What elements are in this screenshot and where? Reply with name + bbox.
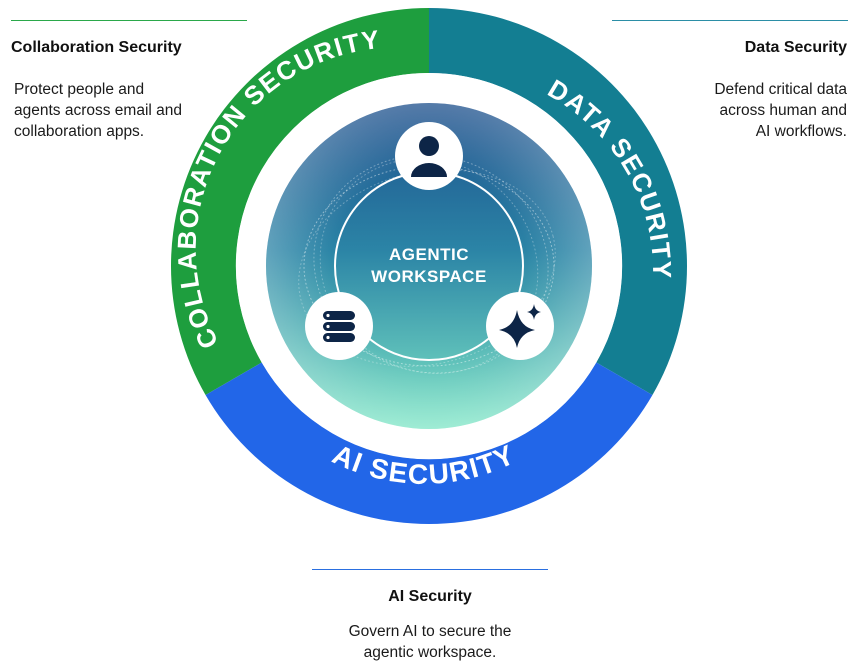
database-icon: [305, 292, 373, 360]
data-segment: [429, 8, 688, 395]
data-description: Defend critical data across human and AI…: [714, 79, 847, 142]
data-heading: Data Security: [744, 39, 847, 56]
collaboration-desc-line: Protect people and: [14, 81, 145, 98]
center-label-line1: AGENTIC: [389, 245, 469, 264]
collaboration-desc-line: agents across email and: [14, 102, 183, 119]
ai-desc-line: Govern AI to secure the: [348, 623, 512, 640]
center-label-line2: WORKSPACE: [371, 267, 487, 286]
data-desc-line: across human and: [719, 102, 847, 119]
user-icon: [395, 122, 463, 190]
collaboration-desc-line: collaboration apps.: [14, 123, 145, 140]
ai-description: Govern AI to secure the agentic workspac…: [302, 621, 558, 663]
ai-heading: AI Security: [388, 588, 472, 605]
collaboration-description: Protect people and agents across email a…: [14, 79, 182, 142]
collaboration-heading: Collaboration Security: [11, 39, 182, 56]
ai-desc-line: agentic workspace.: [363, 644, 497, 661]
data-desc-line: AI workflows.: [755, 123, 847, 140]
data-desc-line: Defend critical data: [714, 81, 847, 98]
sparkle-icon: [486, 292, 554, 360]
ai-segment: [205, 362, 653, 525]
data-divider: [612, 20, 848, 21]
collaboration-segment: [170, 8, 429, 395]
ai-divider: [312, 569, 548, 570]
collaboration-divider: [11, 20, 247, 21]
